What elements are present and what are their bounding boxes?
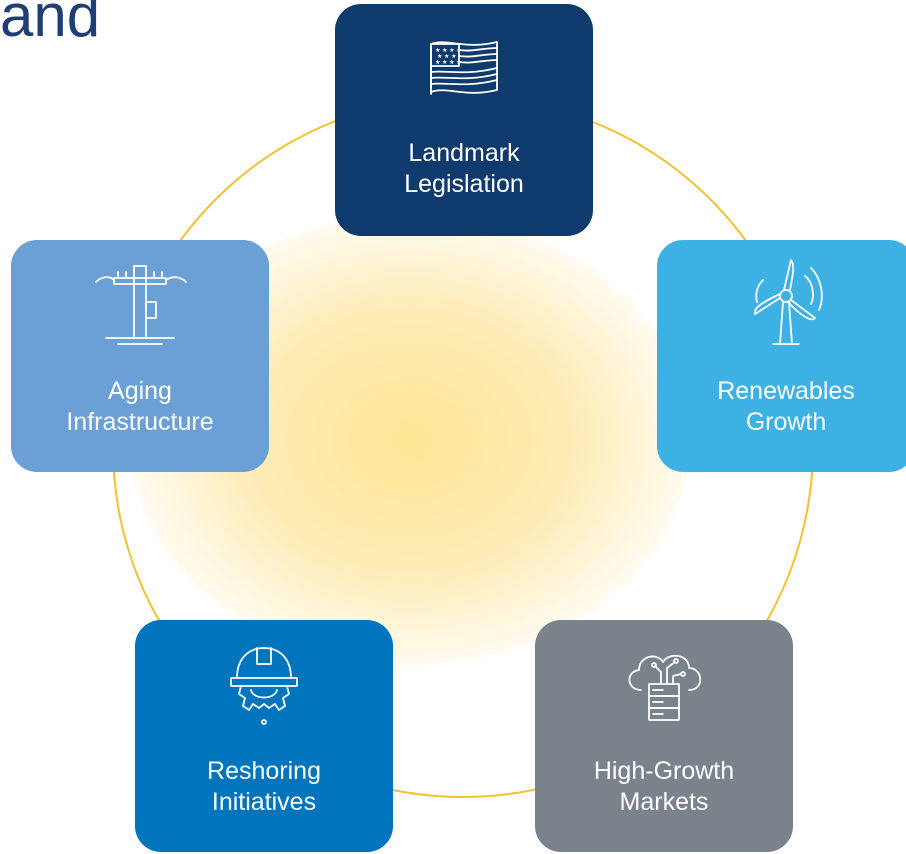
card-label: High-Growth Markets [593,757,735,816]
card-label: Aging Infrastructure [66,377,214,436]
us-flag-icon: ★ ★ ★ ★ ★ ★ ★ ★ ★ ★ ★ [424,28,504,108]
card-renewables-growth: Renewables Growth [657,240,906,472]
card-label: Renewables Growth [717,377,855,436]
card-landmark-legislation: ★ ★ ★ ★ ★ ★ ★ ★ ★ ★ ★ Landmark Legislati… [335,4,593,236]
page-title-fragment: and [0,0,101,49]
cloud-server-icon [616,636,712,732]
hardhat-gear-icon [216,636,312,732]
wind-turbine-icon [738,256,834,352]
card-aging-infrastructure: Aging Infrastructure [11,240,269,472]
svg-text:★ ★ ★ ★: ★ ★ ★ ★ [435,59,462,66]
utility-pole-icon [92,256,188,352]
card-reshoring-initiatives: Reshoring Initiatives [135,620,393,852]
svg-text:★ ★ ★: ★ ★ ★ [437,53,456,60]
svg-text:★ ★ ★ ★: ★ ★ ★ ★ [435,47,462,54]
card-high-growth-markets: High-Growth Markets [535,620,793,852]
card-label: Reshoring Initiatives [207,757,321,816]
card-label: Landmark Legislation [404,139,524,198]
